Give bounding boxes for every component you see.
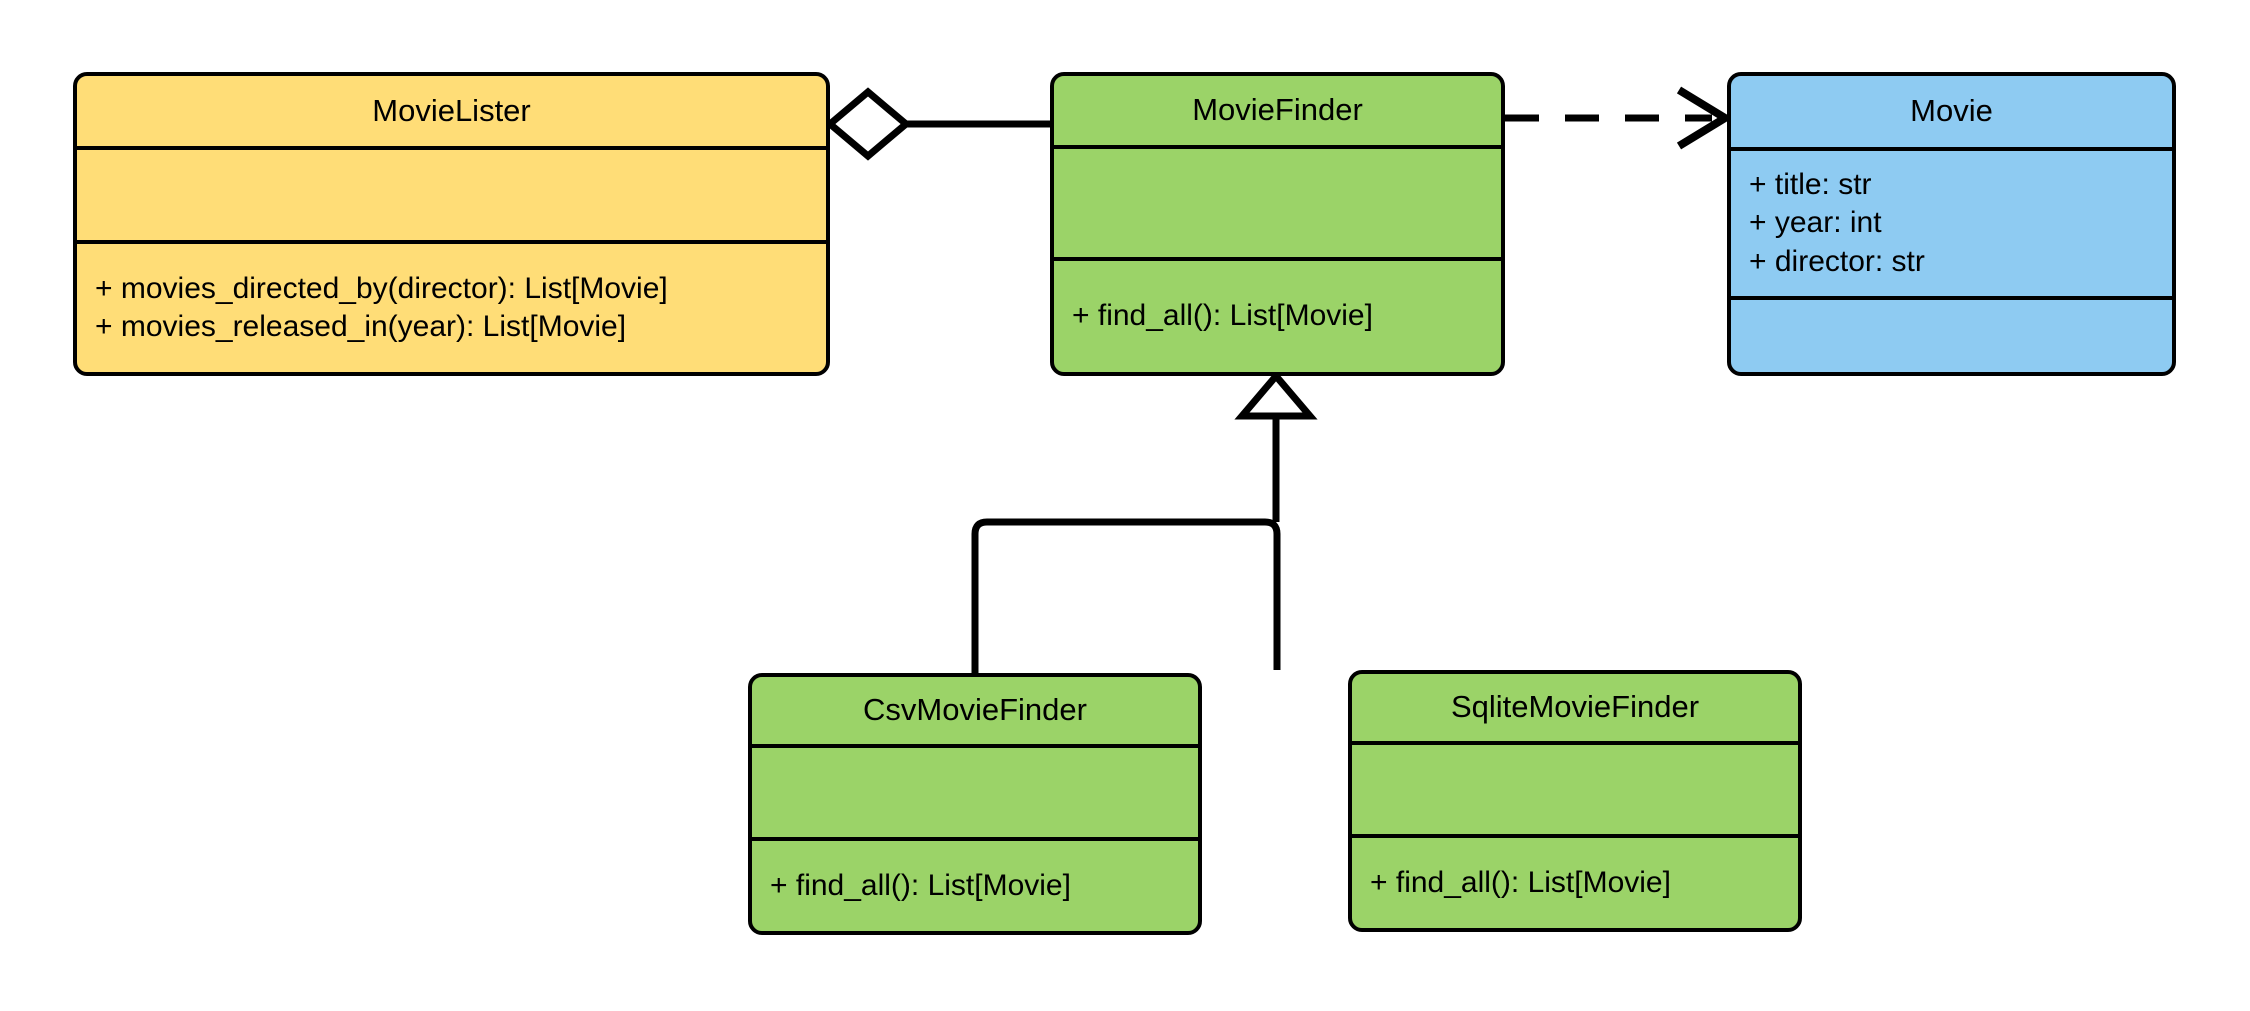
class-operations-compartment: + find_all(): List[Movie] — [752, 836, 1198, 931]
hollow-triangle-icon — [1234, 370, 1318, 420]
operation-item: + find_all(): List[Movie] — [1370, 865, 1671, 899]
class-operations-compartment: + find_all(): List[Movie] — [1352, 833, 1798, 928]
generalization-to-movie-finder — [971, 370, 1318, 673]
operation-item: + movies_released_in(year): List[Movie] — [95, 309, 627, 343]
operation-item: + movies_directed_by(director): List[Mov… — [95, 271, 668, 305]
class-attributes-compartment — [752, 743, 1198, 837]
class-name-compartment: CsvMovieFinder — [752, 677, 1198, 744]
class-box-sqlite-movie-finder[interactable]: SqliteMovieFinder + find_all(): List[Mov… — [1348, 670, 1802, 932]
class-attributes-compartment: + title: str + year: int + director: str — [1731, 147, 2172, 296]
attribute-item: + title: str — [1749, 167, 1872, 201]
aggregation-lister-finder — [824, 87, 1050, 161]
attribute-item: + year: int — [1749, 206, 1882, 240]
attribute-item: + director: str — [1749, 244, 1925, 278]
class-box-movie[interactable]: Movie + title: str + year: int + directo… — [1727, 72, 2176, 376]
hollow-diamond-icon — [824, 87, 912, 161]
class-attributes-compartment — [1352, 740, 1798, 834]
class-name-compartment: MovieLister — [77, 76, 826, 146]
class-attributes-compartment — [77, 146, 826, 240]
class-name-label: MovieLister — [372, 92, 531, 128]
class-name-label: Movie — [1910, 93, 1993, 129]
generalization-branch-lines — [971, 518, 1281, 673]
class-name-compartment: Movie — [1731, 76, 2172, 147]
dependency-finder-movie — [1505, 86, 1733, 150]
class-attributes-compartment — [1054, 145, 1501, 257]
class-box-movie-lister[interactable]: MovieLister + movies_directed_by(directo… — [73, 72, 830, 376]
class-operations-compartment: + find_all(): List[Movie] — [1054, 257, 1501, 372]
open-arrow-icon — [1676, 86, 1733, 150]
operation-item: + find_all(): List[Movie] — [1072, 299, 1373, 333]
operation-item: + find_all(): List[Movie] — [770, 868, 1071, 902]
class-box-movie-finder[interactable]: MovieFinder + find_all(): List[Movie] — [1050, 72, 1505, 376]
class-name-label: MovieFinder — [1192, 92, 1363, 128]
class-name-label: SqliteMovieFinder — [1450, 689, 1700, 725]
class-name-label: CsvMovieFinder — [863, 692, 1087, 728]
class-name-compartment: SqliteMovieFinder — [1352, 674, 1798, 741]
class-operations-compartment — [1731, 296, 2172, 372]
class-name-compartment: MovieFinder — [1054, 76, 1501, 145]
class-box-csv-movie-finder[interactable]: CsvMovieFinder + find_all(): List[Movie] — [748, 673, 1202, 935]
class-operations-compartment: + movies_directed_by(director): List[Mov… — [77, 239, 826, 372]
